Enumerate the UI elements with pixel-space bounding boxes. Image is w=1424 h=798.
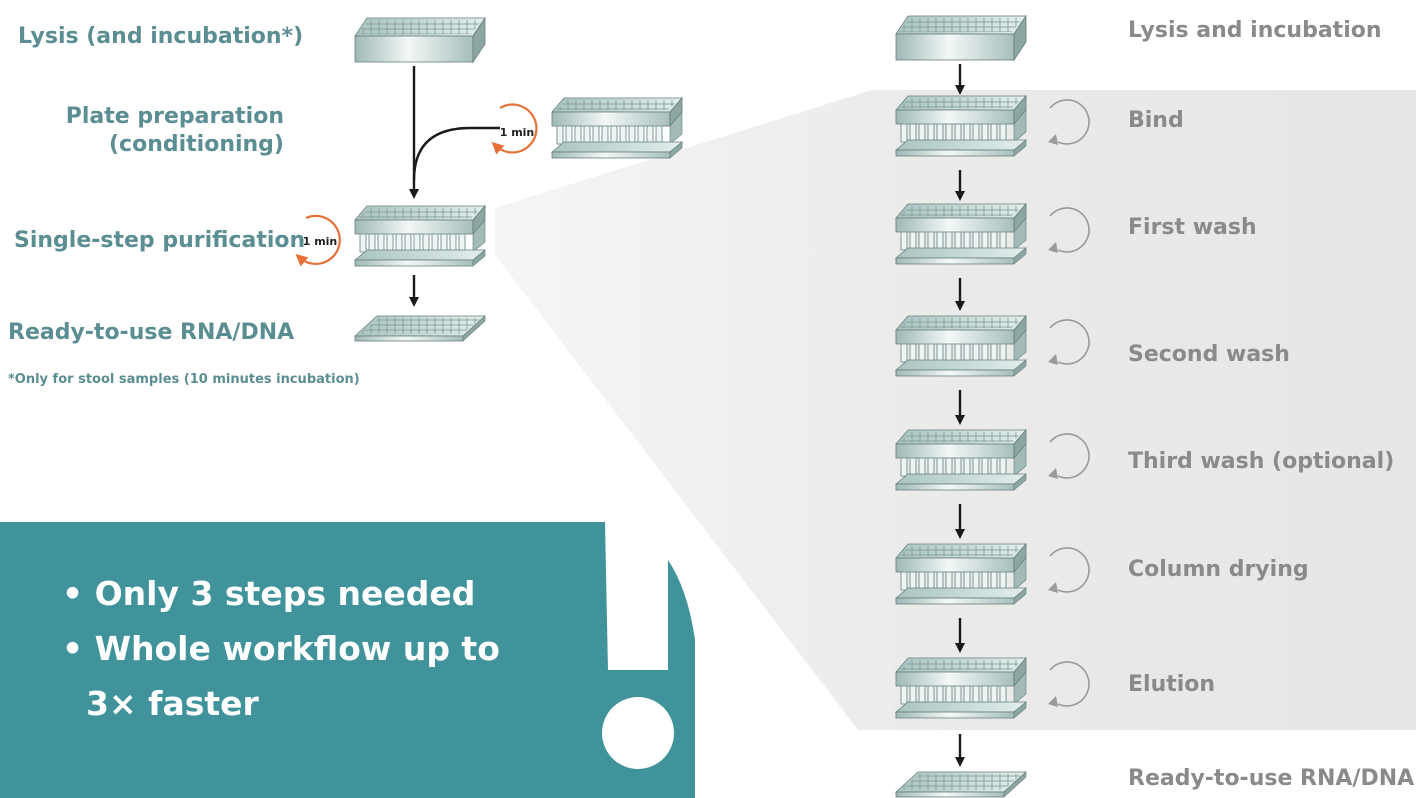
benefit-text: Only 3 steps needed bbox=[94, 574, 476, 613]
benefit-item: • Only 3 steps needed bbox=[62, 574, 476, 613]
benefit-text: 3× faster bbox=[86, 684, 259, 723]
benefits-list: • Only 3 steps needed • Whole workflow u… bbox=[62, 566, 500, 731]
purification-plate-icon bbox=[354, 205, 486, 267]
lysis-plate-icon bbox=[354, 17, 486, 63]
bind-plate-icon bbox=[895, 95, 1027, 157]
elution-plate-icon bbox=[895, 657, 1027, 719]
panel-circle bbox=[602, 697, 674, 769]
step-label-elution: Elution bbox=[1128, 672, 1216, 697]
conditioning-plate-icon bbox=[551, 97, 683, 159]
benefits-panel bbox=[0, 522, 695, 798]
step-label-single-step-purification: Single-step purification bbox=[14, 228, 306, 253]
step-label-bind: Bind bbox=[1128, 108, 1184, 133]
lysis-plate-icon bbox=[895, 15, 1027, 61]
column-drying-plate-icon bbox=[895, 543, 1027, 605]
step-label-third-wash: Third wash (optional) bbox=[1128, 449, 1395, 474]
step-label-ready-to-use: Ready-to-use RNA/DNA bbox=[8, 320, 295, 345]
timer-purification-icon bbox=[295, 214, 341, 267]
timer-conditioning-label: 1 min bbox=[500, 126, 535, 139]
timer-purification-label: 1 min bbox=[303, 235, 338, 248]
ready-plate-icon bbox=[895, 771, 1027, 798]
right-workflow-column bbox=[895, 15, 1090, 798]
step-label-lysis: Lysis (and incubation*) bbox=[18, 24, 304, 49]
benefit-text: Whole workflow up to bbox=[94, 629, 500, 668]
step-label-conditioning: (conditioning) bbox=[108, 132, 284, 157]
second-wash-plate-icon bbox=[895, 315, 1027, 377]
step-label-plate-preparation: Plate preparation bbox=[65, 104, 284, 129]
first-wash-plate-icon bbox=[895, 203, 1027, 265]
merge-arrow bbox=[412, 126, 500, 181]
ready-plate-icon bbox=[354, 315, 486, 342]
step-label-first-wash: First wash bbox=[1128, 215, 1257, 240]
step-label-lysis-incubation: Lysis and incubation bbox=[1128, 18, 1382, 43]
step-label-ready-to-use-right: Ready-to-use RNA/DNA bbox=[1128, 766, 1415, 791]
timer-conditioning-icon bbox=[491, 103, 538, 155]
benefit-item: • Whole workflow up to bbox=[62, 629, 500, 668]
footnote: *Only for stool samples (10 minutes incu… bbox=[8, 372, 360, 387]
third-wash-plate-icon bbox=[895, 429, 1027, 491]
step-label-column-drying: Column drying bbox=[1128, 557, 1309, 582]
benefit-item-continuation: 3× faster bbox=[62, 676, 500, 731]
step-label-second-wash: Second wash bbox=[1128, 342, 1290, 367]
projection-band bbox=[495, 90, 1416, 730]
